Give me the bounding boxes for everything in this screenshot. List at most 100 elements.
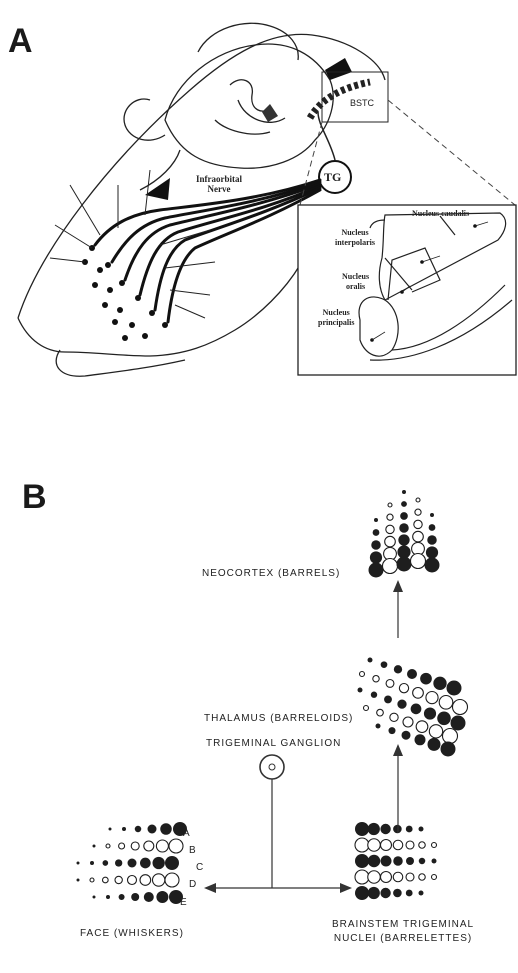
brainstem-barrelette: [381, 840, 392, 851]
brainstem-barrelette: [406, 873, 414, 881]
interpolaris-line1: Nucleus: [335, 228, 375, 238]
neocortex-barrel: [371, 540, 381, 550]
face-whisker-barrel: [131, 842, 139, 850]
thalamus-barreloid: [453, 700, 468, 715]
oralis-line1: Nucleus: [342, 272, 369, 282]
caudalis-label: Nucleus caudalis: [412, 209, 469, 219]
whisker-row-a: A: [183, 828, 190, 839]
neocortex-barrel: [414, 520, 422, 528]
interpolaris-line2: interpolaris: [335, 238, 375, 248]
face-whisker-barrel: [140, 875, 151, 886]
thalamus-barreloid: [394, 665, 402, 673]
thalamus-barreloid: [407, 669, 417, 679]
brainstem-barrelette: [419, 842, 426, 849]
face-whisker-barrel: [106, 895, 110, 899]
face-whisker-barrel: [128, 876, 137, 885]
brainstem-barrelette: [406, 841, 414, 849]
whisker-row-e: E: [180, 897, 187, 908]
thalamus-barreloid: [437, 712, 451, 726]
neocortex-barrel: [416, 498, 420, 502]
face-whisker-barrel: [90, 878, 94, 882]
neocortex-barrel: [374, 518, 378, 522]
principalis-line1: Nucleus: [318, 308, 354, 318]
brainstem-barrelette: [368, 887, 380, 899]
face-whisker-barrel: [122, 827, 126, 831]
brainstem-barrelette: [368, 855, 381, 868]
ganglion-label: TRIGEMINAL GANGLION: [206, 738, 341, 749]
thalamus-barreloid: [368, 658, 373, 663]
ganglion-cell: [260, 755, 284, 779]
face-whisker-barrel: [109, 828, 112, 831]
brainstem-barrelette: [419, 827, 424, 832]
face-whisker-barrel: [103, 860, 109, 866]
brainstem-barrelette: [381, 872, 392, 883]
neocortex-barrel: [429, 524, 436, 531]
thalamus-barreloid: [413, 688, 424, 699]
face-whisker-barrel: [160, 823, 172, 835]
neocortex-barrel: [387, 514, 393, 520]
thalamus-barreloid: [420, 673, 432, 685]
brainstem-barrelette: [368, 871, 381, 884]
brainstem-barrelette: [406, 890, 413, 897]
brainstem-barrelette: [355, 854, 369, 868]
thalamus-barreloid: [439, 696, 453, 710]
whisker-row-b: B: [189, 845, 196, 856]
neocortex-barrel: [413, 531, 424, 542]
brainstem-barrelette: [432, 875, 437, 880]
neocortex-barrel: [369, 563, 384, 578]
neocortex-barrel: [425, 558, 440, 573]
neocortex-barrel: [400, 512, 408, 520]
thalamus-barreloid: [364, 706, 369, 711]
neocortex-barrel: [426, 546, 438, 558]
thalamus-barreloid: [390, 713, 398, 721]
face-whisker-barrel: [165, 856, 179, 870]
neocortex-barrel: [385, 536, 396, 547]
neocortex-barrel: [401, 501, 407, 507]
thalamus-barreloid: [443, 729, 458, 744]
brainstem-barrelette: [393, 840, 403, 850]
neocortex-barrel: [427, 535, 437, 545]
tg-label: TG: [324, 172, 341, 182]
brainstem-barrelette: [355, 886, 369, 900]
thalamus-barreloid: [360, 672, 365, 677]
panel-b-letter: B: [22, 478, 47, 517]
neocortex-barrel: [411, 554, 426, 569]
thalamus-barreloid: [376, 724, 381, 729]
whisker-hairs: [50, 170, 215, 318]
face-whisker-barrel: [115, 876, 122, 883]
thalamus-barreloid: [428, 738, 441, 751]
brainstem-line2: NUCLEI (BARRELETTES): [332, 932, 474, 946]
whisker-row-d: D: [189, 879, 196, 890]
neocortex-barrel: [373, 529, 380, 536]
thalamus-barreloid: [411, 704, 422, 715]
thalamus-barreloid: [397, 700, 406, 709]
brainstem-dark-mark: [325, 58, 352, 80]
interpolaris-label: Nucleus interpolaris: [335, 228, 375, 248]
face-whisker-barrel: [169, 839, 183, 853]
face-whisker-barrel: [144, 892, 154, 902]
face-whisker-barrel: [106, 844, 110, 848]
whisker-follicles: [82, 245, 168, 341]
face-whisker-barrel: [156, 891, 168, 903]
face-whisker-barrel: [153, 857, 165, 869]
bstc-label: BSTC: [350, 98, 374, 108]
neocortex-barrel: [415, 509, 421, 515]
face-whisker-barrel: [119, 843, 125, 849]
brainstem-barrelette: [368, 823, 380, 835]
brainstem-line1: BRAINSTEM TRIGEMINAL: [332, 918, 474, 932]
face-whisker-barrel: [165, 873, 179, 887]
thalamus-barreloid: [441, 742, 456, 757]
thalamus-barreloid: [451, 716, 466, 731]
thalamus-barreloid: [384, 696, 392, 704]
neocortex-barrel: [399, 523, 409, 533]
thalamus-barreloid: [415, 734, 426, 745]
brain-outline: [124, 23, 333, 190]
thalamus-barreloid: [402, 731, 411, 740]
thalamus-barreloid: [373, 676, 379, 682]
infraorbital-label-line2: Nerve: [196, 184, 242, 194]
thalamus-barreloid: [377, 709, 384, 716]
thalamus-barreloid: [358, 688, 363, 693]
neocortex-barrel: [383, 559, 398, 574]
